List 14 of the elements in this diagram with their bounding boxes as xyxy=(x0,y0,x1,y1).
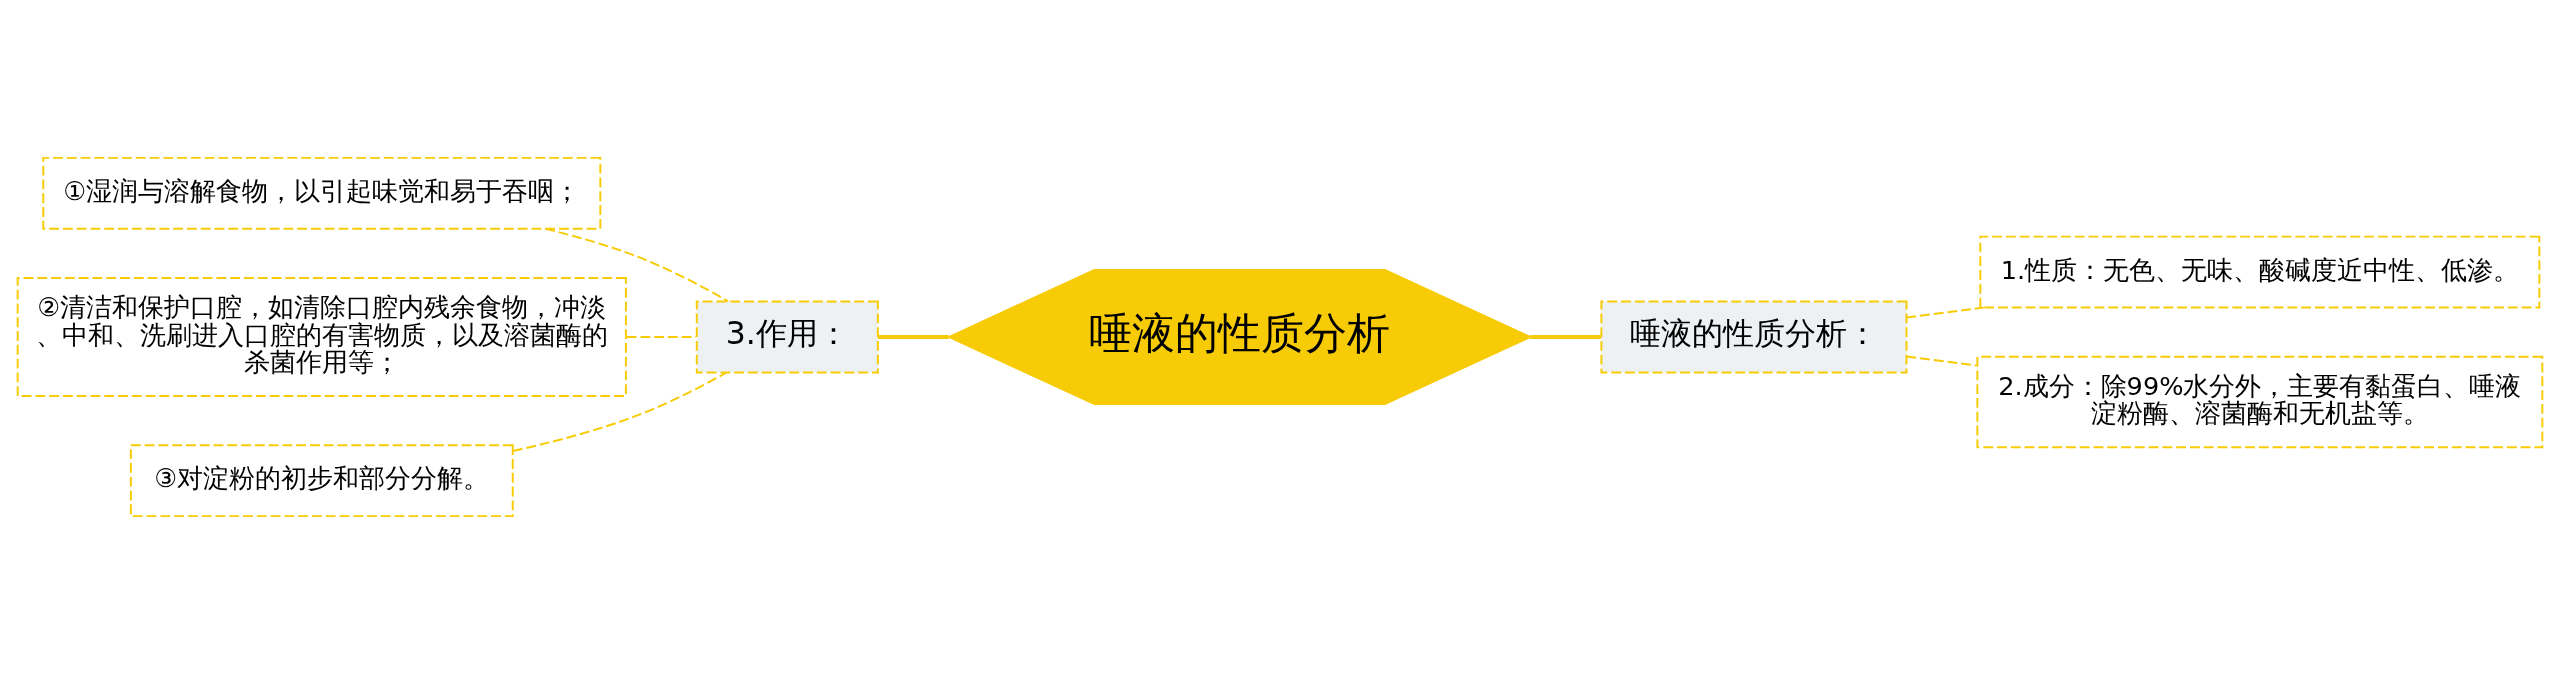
connector xyxy=(1905,355,1979,367)
node-box: 3.作用： xyxy=(695,300,879,374)
node-box: 2.成分：除99%水分外，主要有黏蛋白、唾液淀粉酶、溶菌酶和无机盐等。 xyxy=(1976,355,2544,449)
node-box: ③对淀粉的初步和部分分解。 xyxy=(129,444,514,518)
connector xyxy=(877,335,949,339)
connector xyxy=(544,227,730,303)
node-box: 1.性质：无色、无味、酸碱度近中性、低渗。 xyxy=(1979,235,2541,309)
connector xyxy=(1530,335,1602,339)
node-box: 唾液的性质分析： xyxy=(1600,300,1908,374)
connector xyxy=(625,336,697,338)
connector xyxy=(1905,306,1985,319)
node-box: ②清洁和保护口腔，如清除口腔内残余食物，冲淡、中和、洗刷进入口腔的有害物质，以及溶菌酶的杀菌作用等； xyxy=(16,276,627,398)
connector xyxy=(511,371,728,452)
node-box: ①湿润与溶解食物，以引起味觉和易于吞咽； xyxy=(42,156,602,230)
